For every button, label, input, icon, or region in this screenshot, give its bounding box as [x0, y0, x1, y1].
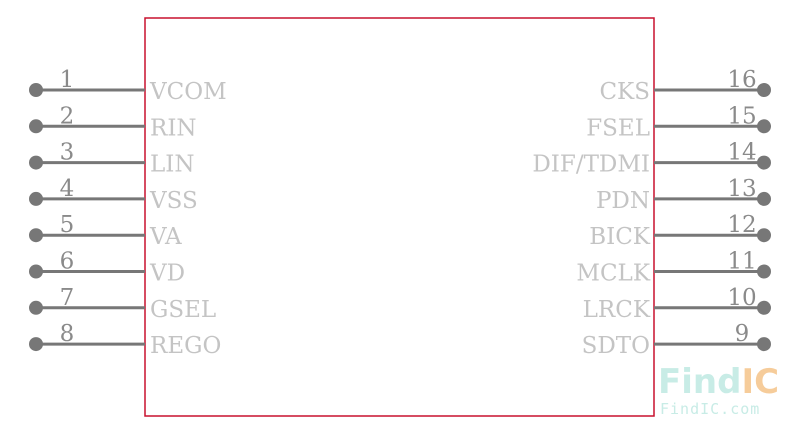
pin-14-name: DIF/TDMI — [532, 152, 650, 178]
pin-2-name: RIN — [150, 115, 197, 141]
pin-2-number: 2 — [60, 103, 75, 129]
pin-7-number: 7 — [60, 285, 75, 311]
pin-6-number: 6 — [60, 249, 75, 275]
pin-15-name: FSEL — [586, 115, 650, 141]
pin-16-number: 16 — [727, 67, 756, 93]
pin-16-terminal — [757, 83, 771, 97]
pin-5-number: 5 — [60, 212, 75, 238]
pin-13-number: 13 — [727, 176, 756, 202]
pin-13-terminal — [757, 191, 771, 206]
pin-12-number: 12 — [727, 212, 756, 238]
pin-11-terminal — [757, 264, 771, 279]
pin-14-number: 14 — [727, 140, 756, 166]
pin-14-terminal — [757, 155, 771, 170]
pin-12-name: BICK — [589, 224, 651, 250]
pin-8-terminal — [29, 337, 43, 352]
ic-body-outline — [144, 17, 655, 417]
pin-group: 1 VCOM 2 RIN 3 LIN 4 VSS 5 VA 6 VD 7 GSEL 8 REGO 16 CKS 15… — [29, 67, 771, 359]
pin-3-terminal — [29, 155, 43, 170]
pin-12-terminal — [757, 228, 771, 243]
pin-2-terminal — [29, 119, 43, 134]
findic-watermark: FindIC FindIC.com — [658, 362, 779, 418]
watermark-logo-accent: IC — [741, 362, 779, 402]
watermark-logo: FindIC — [658, 362, 779, 402]
pin-1-name: VCOM — [149, 79, 227, 105]
pin-6-name: VD — [149, 261, 185, 287]
pin-3-name: LIN — [150, 152, 194, 178]
pin-7-terminal — [29, 300, 43, 315]
pin-5-terminal — [29, 228, 43, 243]
pin-11-number: 11 — [727, 249, 756, 275]
pin-10-number: 10 — [727, 285, 756, 311]
pin-15-terminal — [757, 119, 771, 134]
pin-1-number: 1 — [60, 67, 75, 93]
pin-1-terminal — [29, 83, 43, 97]
pin-8-number: 8 — [60, 321, 75, 347]
pin-3-number: 3 — [60, 140, 75, 166]
pin-9-terminal — [757, 337, 771, 352]
pin-15-number: 15 — [727, 103, 756, 129]
pin-6-terminal — [29, 264, 43, 279]
pin-10-terminal — [757, 300, 771, 315]
pin-9-name: SDTO — [582, 333, 650, 359]
pin-5-name: VA — [149, 224, 182, 250]
watermark-logo-main: Find — [658, 362, 741, 402]
pin-8-name: REGO — [150, 333, 221, 359]
pin-4-number: 4 — [60, 176, 75, 202]
pin-11-name: MCLK — [576, 261, 650, 287]
pin-9-number: 9 — [735, 321, 750, 347]
pin-13-name: PDN — [596, 188, 650, 214]
pin-10-name: LRCK — [583, 297, 651, 323]
pin-4-terminal — [29, 191, 43, 206]
pin-4-name: VSS — [149, 188, 198, 214]
watermark-url: FindIC.com — [660, 400, 760, 418]
pin-16-name: CKS — [599, 79, 650, 105]
pin-7-name: GSEL — [150, 297, 216, 323]
